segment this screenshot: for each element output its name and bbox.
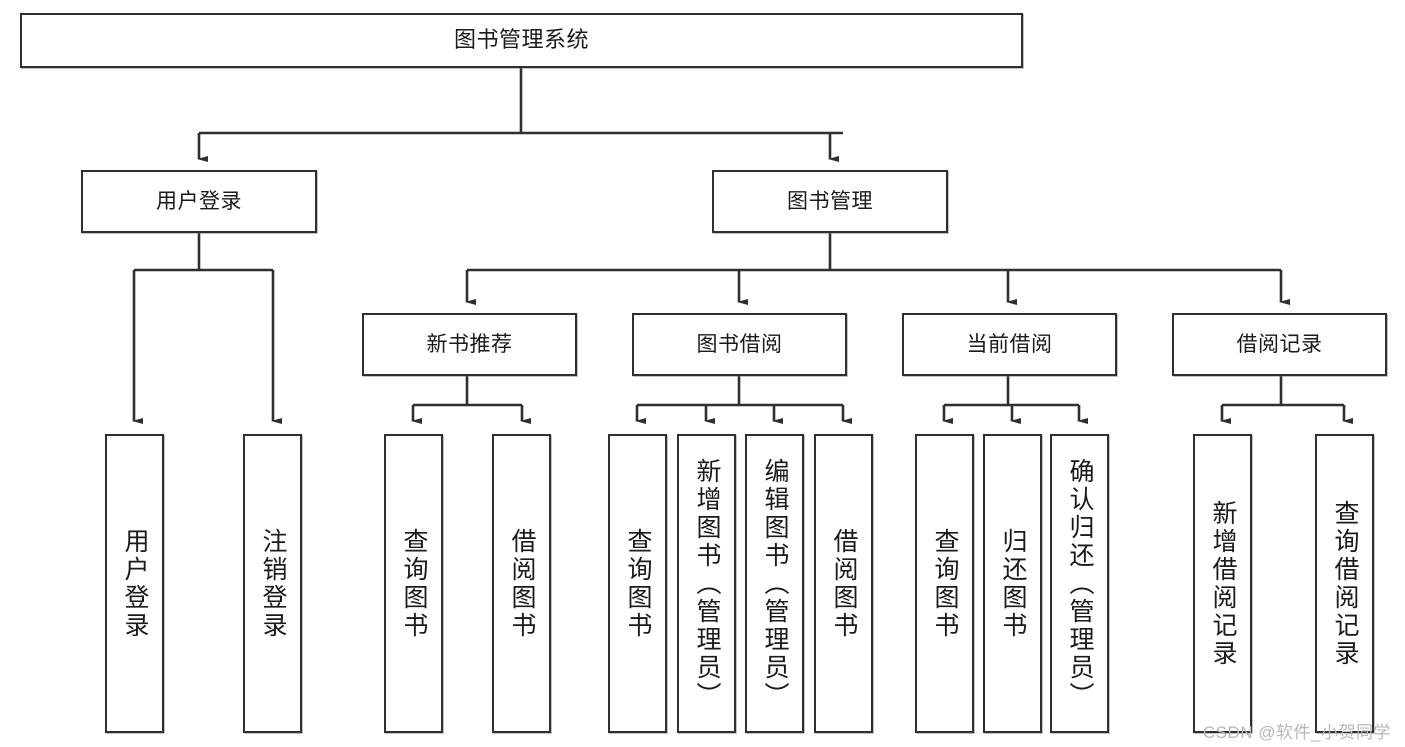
node-leaf-add-record[interactable]: 新增借阅记录 xyxy=(1193,434,1252,733)
node-leaf-borrow-book-2[interactable]: 借阅图书 xyxy=(814,434,873,733)
node-new-book-recommend[interactable]: 新书推荐 xyxy=(362,313,577,376)
node-label: 注销登录 xyxy=(259,527,287,640)
node-label: 新增图书（管理员） xyxy=(693,457,721,710)
node-book-manage[interactable]: 图书管理 xyxy=(712,170,948,233)
node-leaf-add-book[interactable]: 新增图书（管理员） xyxy=(677,434,736,733)
node-label: 用户登录 xyxy=(156,189,242,213)
node-label: 归还图书 xyxy=(999,527,1027,640)
node-leaf-logout-login[interactable]: 注销登录 xyxy=(243,434,302,733)
node-leaf-query-book-1[interactable]: 查询图书 xyxy=(384,434,443,733)
node-leaf-query-book-3[interactable]: 查询图书 xyxy=(915,434,974,733)
node-label: 图书管理 xyxy=(787,189,873,213)
node-root-system[interactable]: 图书管理系统 xyxy=(20,13,1023,68)
node-label: 借阅图书 xyxy=(830,527,858,640)
node-leaf-borrow-book-1[interactable]: 借阅图书 xyxy=(492,434,551,733)
node-current-borrow[interactable]: 当前借阅 xyxy=(902,313,1117,376)
node-label: 新书推荐 xyxy=(426,332,513,356)
node-label: 用户登录 xyxy=(121,527,149,640)
node-leaf-edit-book[interactable]: 编辑图书（管理员） xyxy=(745,434,804,733)
node-label: 借阅图书 xyxy=(508,527,536,640)
node-leaf-user-login[interactable]: 用户登录 xyxy=(105,434,164,733)
node-leaf-return-book[interactable]: 归还图书 xyxy=(983,434,1042,733)
node-label: 新增借阅记录 xyxy=(1209,499,1237,668)
node-label: 图书管理系统 xyxy=(453,27,589,53)
node-label: 确认归还（管理员） xyxy=(1066,457,1094,710)
node-label: 图书借阅 xyxy=(696,332,783,356)
node-label: 查询图书 xyxy=(624,527,652,640)
node-label: 查询图书 xyxy=(400,527,428,640)
node-label: 编辑图书（管理员） xyxy=(761,457,789,710)
node-leaf-confirm-return[interactable]: 确认归还（管理员） xyxy=(1050,434,1109,733)
node-leaf-query-book-2[interactable]: 查询图书 xyxy=(608,434,667,733)
node-leaf-query-record[interactable]: 查询借阅记录 xyxy=(1315,434,1374,733)
node-borrow-record[interactable]: 借阅记录 xyxy=(1172,313,1387,376)
node-book-borrow[interactable]: 图书借阅 xyxy=(632,313,847,376)
node-label: 当前借阅 xyxy=(966,332,1053,356)
watermark-text: CSDN @软件_小贺同学 xyxy=(1202,723,1391,742)
node-label: 查询借阅记录 xyxy=(1331,499,1359,668)
node-user-login[interactable]: 用户登录 xyxy=(81,170,317,233)
node-label: 查询图书 xyxy=(931,527,959,640)
node-label: 借阅记录 xyxy=(1236,332,1323,356)
